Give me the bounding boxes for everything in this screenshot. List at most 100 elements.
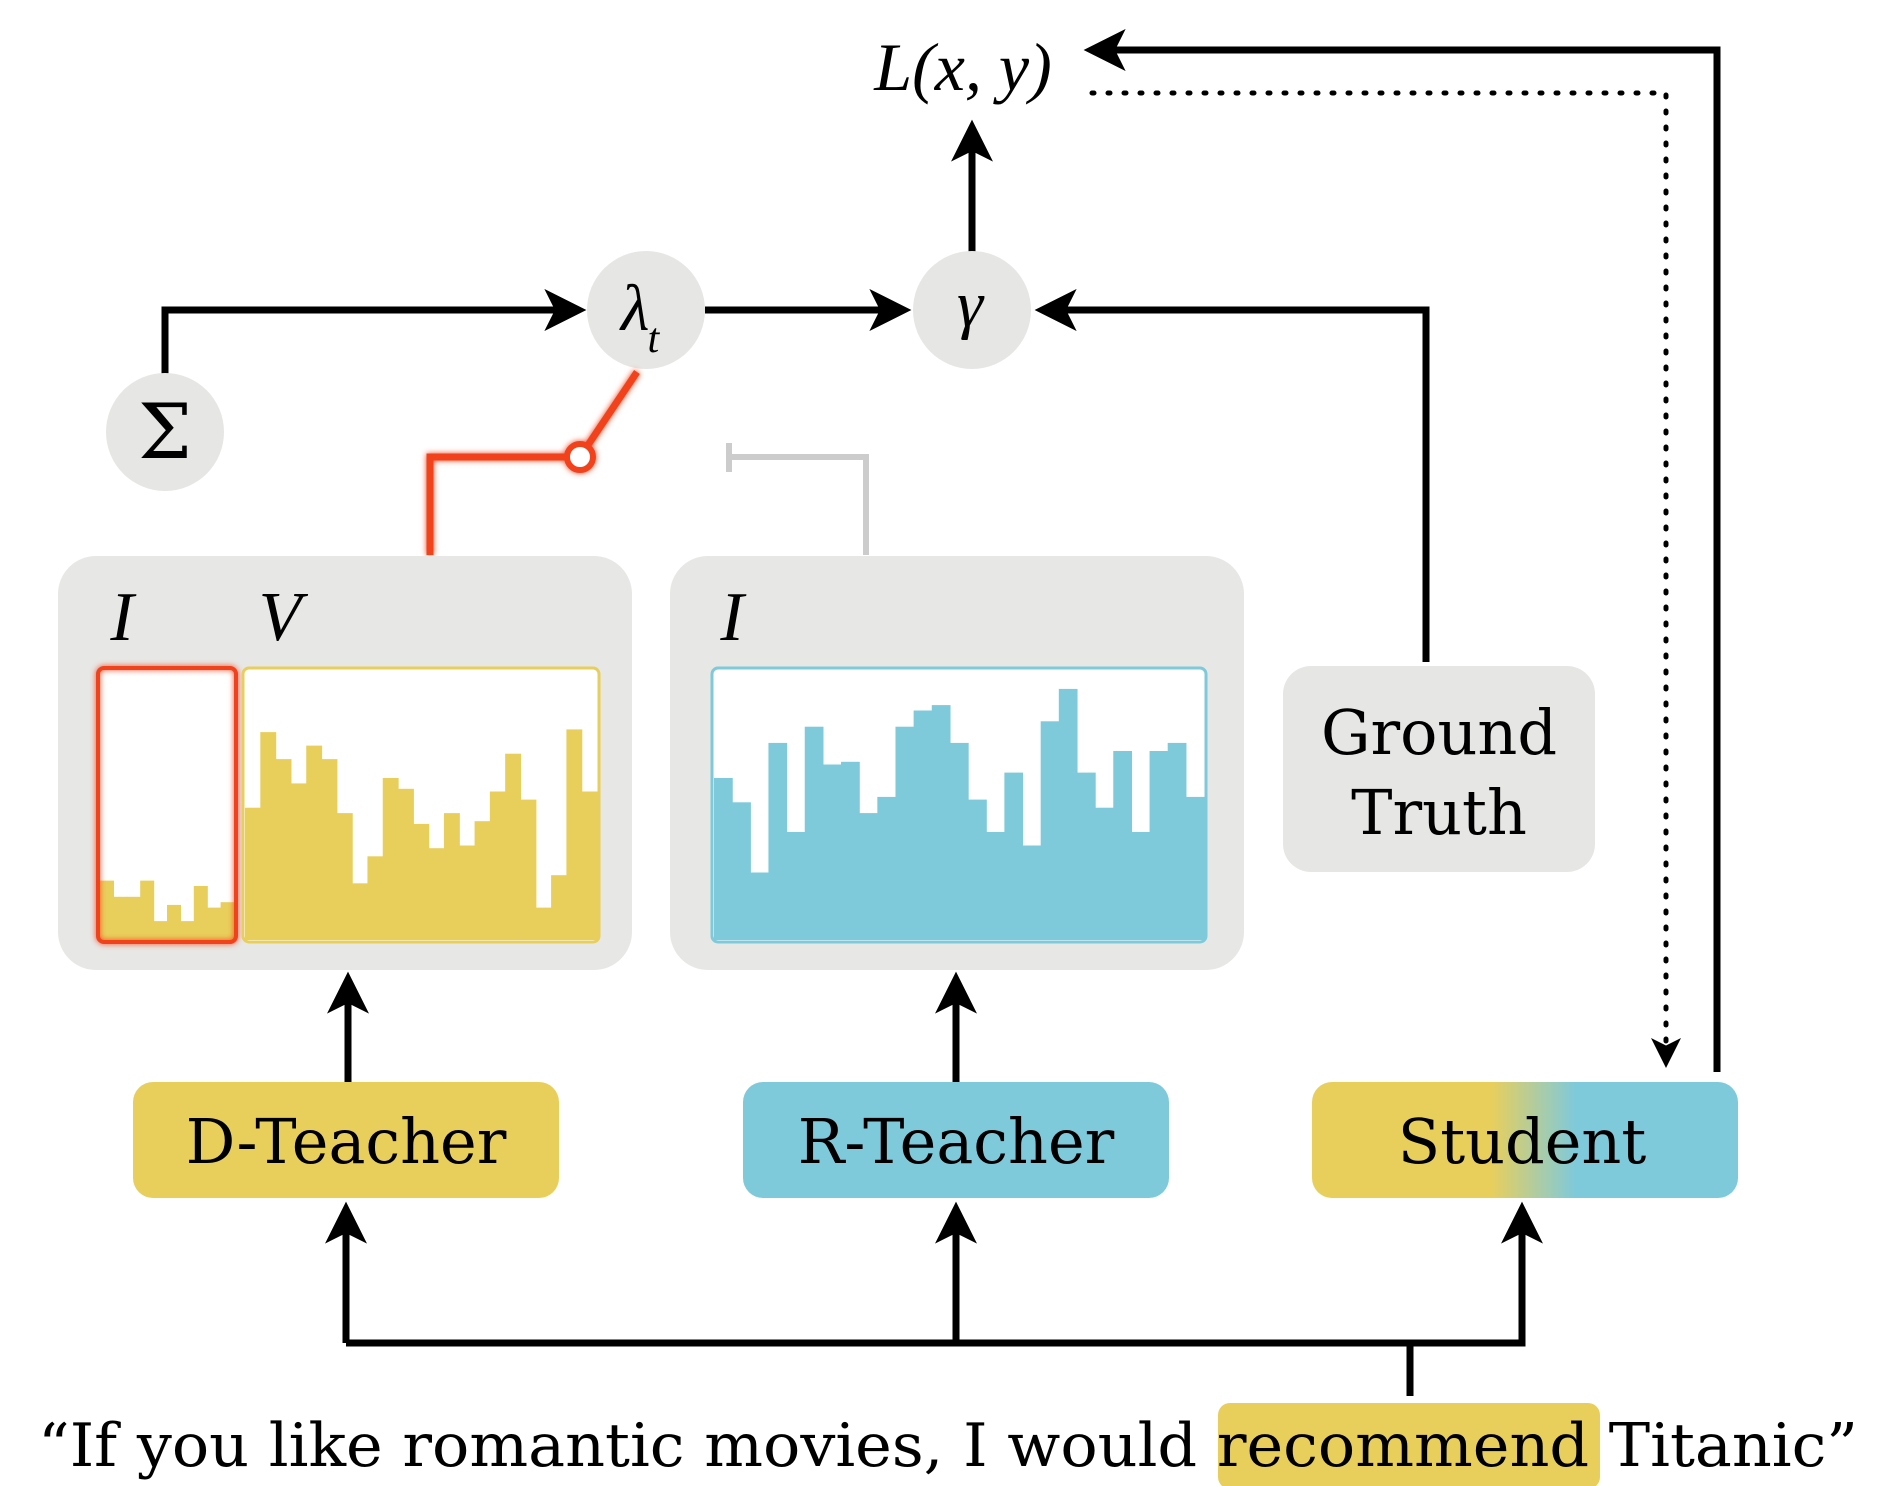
- student-label: Student: [1398, 1105, 1647, 1178]
- d-v-histogram-bar: [489, 791, 506, 940]
- r-histogram-bar: [1167, 742, 1187, 940]
- d-teacher-box: D-Teacher: [133, 1082, 559, 1198]
- sum-node: Σ: [106, 373, 224, 491]
- r-histogram-bar: [714, 778, 733, 940]
- r-histogram-bar: [949, 742, 969, 940]
- ground-truth-to-gamma-arrow: [1034, 289, 1430, 662]
- d-i-histogram-bar: [180, 921, 195, 940]
- d-v-histogram-bar: [505, 753, 522, 940]
- student-box: Student: [1312, 1082, 1738, 1198]
- sentence-suffix: Titanic”: [1589, 1411, 1858, 1481]
- input-sentence: “If you like romantic movies, I would re…: [38, 1411, 1858, 1481]
- ground-truth-line2: Truth: [1351, 776, 1527, 849]
- d-panel-v-label: V: [259, 579, 309, 656]
- d-v-histogram-bar: [443, 813, 460, 940]
- d-v-histogram-bar: [428, 848, 445, 940]
- d-i-histogram-bar: [207, 907, 222, 940]
- d-v-histogram-bar: [551, 875, 567, 940]
- d-v-histogram-bar: [581, 791, 598, 940]
- d-teacher-label: D-Teacher: [186, 1105, 507, 1178]
- r-histogram-bar: [822, 764, 842, 940]
- sentence-prefix: “If you like romantic movies, I would: [38, 1411, 1217, 1481]
- d-i-histogram-frame: [98, 668, 236, 942]
- d-v-histogram-bar: [290, 783, 307, 940]
- d-i-histogram-bar: [140, 880, 155, 940]
- d-v-histogram-bar: [535, 907, 552, 940]
- gamma-symbol: γ: [957, 268, 985, 341]
- d-v-histogram-bar: [336, 813, 353, 940]
- d-v-histogram-bar: [413, 823, 430, 940]
- r-histogram-bar: [931, 705, 951, 940]
- r-histogram-bar: [859, 813, 878, 940]
- d-i-histogram-bar: [100, 880, 114, 940]
- r-histogram: [714, 688, 1205, 940]
- r-histogram-bar: [1095, 807, 1114, 940]
- d-v-histogram-bar: [275, 759, 292, 940]
- d-v-histogram-bar: [566, 729, 583, 940]
- r-teacher-label: R-Teacher: [798, 1105, 1115, 1178]
- input-to-student-arrow: [1410, 1201, 1543, 1347]
- r-histogram-bar: [841, 761, 860, 940]
- r-histogram-bar: [768, 742, 788, 940]
- d-i-histogram-bar: [193, 886, 208, 940]
- r-teacher-box: R-Teacher: [743, 1082, 1169, 1198]
- r-histogram-bar: [877, 796, 897, 940]
- d-i-histogram-bar: [167, 904, 181, 940]
- r-panel-inactive-connector: [729, 454, 869, 555]
- lambda-node: λt: [587, 251, 705, 369]
- d-i-histogram: [100, 880, 235, 940]
- input-bus: [346, 1339, 1414, 1396]
- d-v-histogram-bar: [367, 856, 384, 940]
- d-v-histogram-bar: [520, 799, 537, 940]
- r-histogram-bar: [786, 832, 806, 940]
- d-v-histogram-bar: [321, 759, 338, 940]
- r-histogram-bar: [913, 710, 933, 940]
- d-teacher-panel: I V: [58, 556, 632, 970]
- r-histogram-bar: [732, 802, 751, 940]
- r-histogram-bar: [986, 832, 1005, 940]
- r-histogram-bar: [895, 726, 915, 940]
- lambda-subscript: t: [647, 316, 660, 362]
- ground-truth-box: Ground Truth: [1283, 666, 1595, 872]
- highlight-word-background: [1218, 1403, 1600, 1486]
- lambda-symbol: λ: [619, 272, 650, 345]
- sum-to-lambda-arrow: [161, 289, 587, 376]
- r-teacher-panel: I: [670, 556, 1244, 970]
- d-v-histogram-bar: [352, 883, 369, 940]
- d-v-histogram-bar: [306, 745, 323, 940]
- r-histogram-bar: [1058, 688, 1078, 940]
- loss-to-student-dotted-arrow: [1089, 90, 1681, 1068]
- d-i-histogram-bar: [126, 896, 141, 940]
- r-histogram-bar: [804, 726, 824, 940]
- d-v-histogram-bar: [382, 778, 399, 940]
- r-histogram-bar: [1076, 772, 1096, 940]
- r-histogram-bar: [1113, 751, 1133, 940]
- r-histogram-bar: [1022, 845, 1042, 940]
- loss-label: L(x, y): [873, 29, 1051, 105]
- gamma-node: γ: [913, 251, 1031, 369]
- r-histogram-bar: [1149, 751, 1169, 940]
- confidence-connector: [426, 370, 640, 555]
- sum-symbol: Σ: [138, 387, 192, 476]
- r-histogram-bar: [1040, 721, 1060, 940]
- d-i-histogram-bar: [153, 921, 168, 940]
- r-histogram-bar: [750, 872, 770, 940]
- sentence-highlight-word: recommend: [1217, 1411, 1589, 1481]
- d-v-histogram-bar: [398, 788, 414, 940]
- d-v-histogram-bar: [474, 821, 491, 940]
- d-panel-i-label: I: [109, 579, 137, 656]
- r-histogram-bar: [1131, 832, 1151, 940]
- d-v-histogram-bar: [245, 807, 261, 940]
- ground-truth-line1: Ground: [1321, 696, 1557, 769]
- d-i-histogram-bar: [220, 902, 235, 940]
- r-histogram-bar: [968, 799, 987, 940]
- svg-text:λt: λt: [619, 272, 661, 362]
- r-panel-i-label: I: [719, 579, 747, 656]
- d-v-histogram-bar: [459, 845, 476, 940]
- d-v-histogram: [245, 729, 598, 940]
- d-i-histogram-bar: [113, 896, 128, 940]
- r-histogram-bar: [1185, 796, 1205, 940]
- d-v-histogram-bar: [260, 732, 277, 940]
- r-histogram-bar: [1004, 772, 1024, 940]
